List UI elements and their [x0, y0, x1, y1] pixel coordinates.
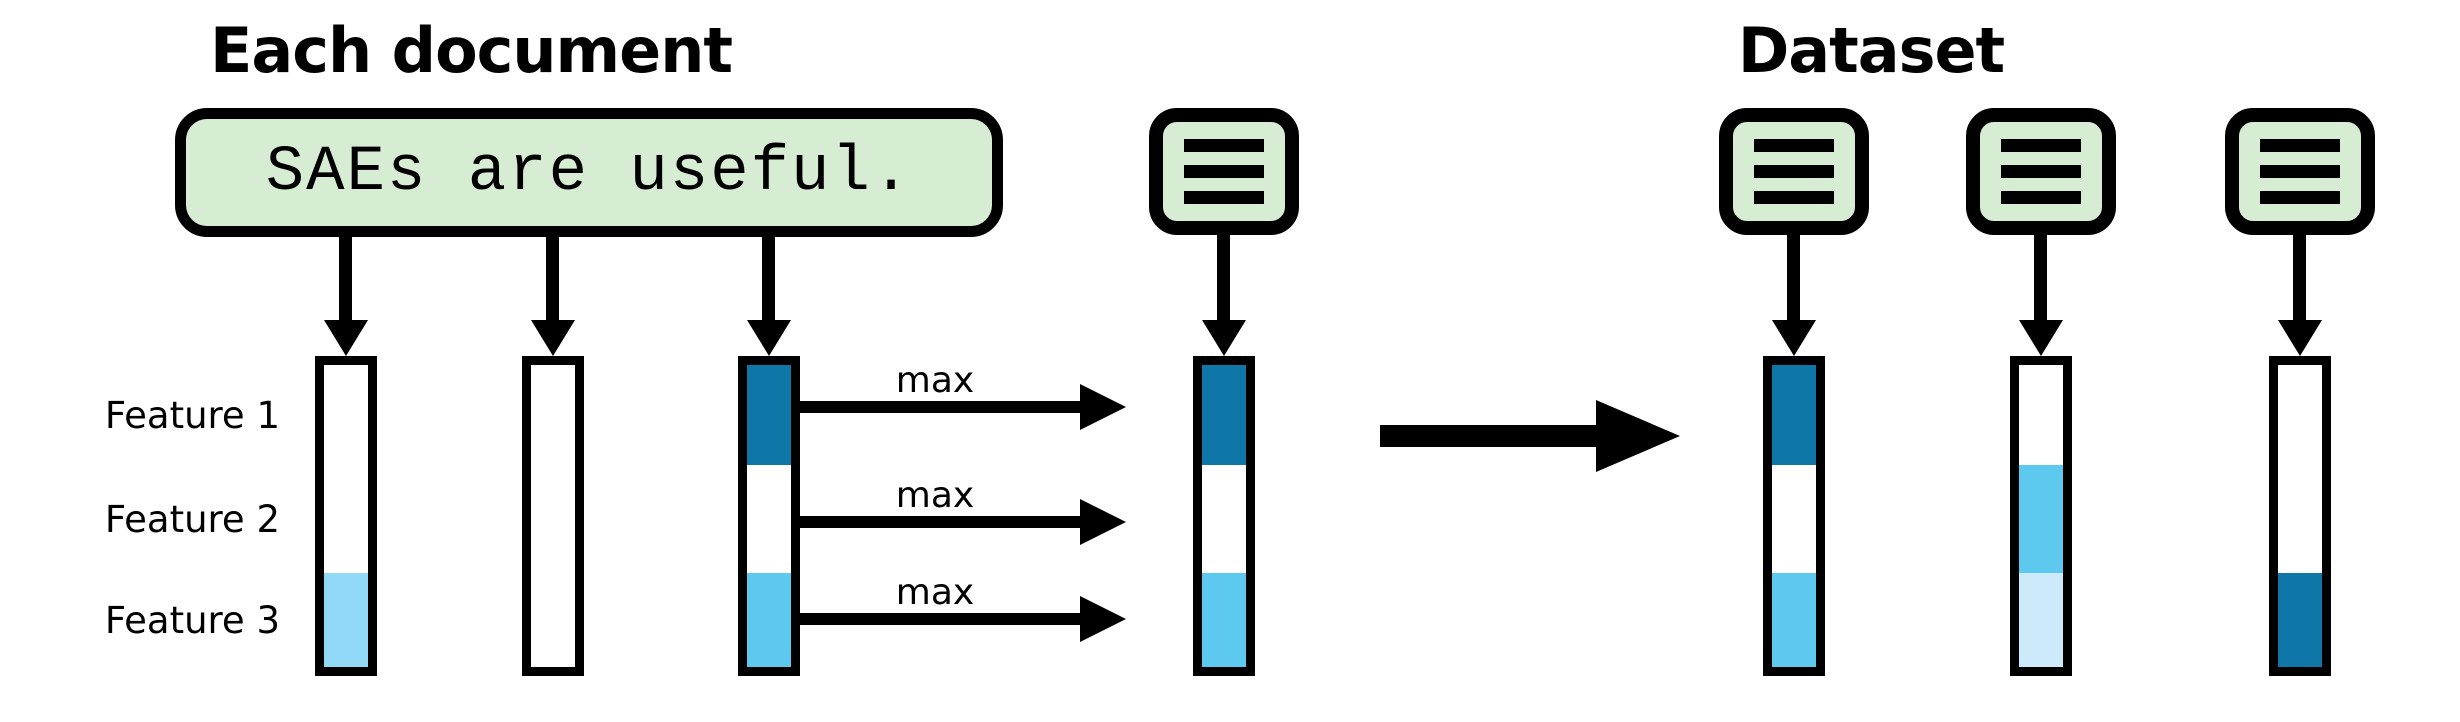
arrow-shaft [2293, 233, 2306, 322]
arrow-shaft [800, 613, 1082, 625]
feature-2-activation-segment [1202, 465, 1246, 573]
feature-3-activation-segment [747, 573, 791, 667]
down-arrow-icon [2278, 233, 2322, 356]
dataset-document-icon-2 [1966, 108, 2116, 235]
down-arrow-icon [1202, 233, 1246, 356]
document-icon-line [2000, 165, 2082, 178]
max-label-1: max [895, 360, 975, 401]
feature-1-activation-segment [324, 365, 368, 465]
arrow-shaft [2034, 233, 2047, 322]
max-label-3: max [895, 572, 975, 613]
document-icon [1149, 108, 1299, 235]
feature-1-label: Feature 1 [104, 394, 280, 437]
document-icon-line [1753, 139, 1835, 152]
arrow-shaft [1787, 233, 1800, 322]
feature-1-activation-segment [1202, 365, 1246, 465]
document-sentence-text: SAEs are useful. [265, 136, 913, 209]
down-arrow-icon [2019, 233, 2063, 356]
arrow-head [1080, 384, 1126, 430]
feature-3-activation-segment [2019, 573, 2063, 667]
right-section-title: Dataset [1737, 14, 2005, 87]
feature-2-label: Feature 2 [104, 498, 280, 541]
arrow-head [747, 320, 791, 356]
feature-2-activation-segment [2278, 465, 2322, 573]
arrow-head [2019, 320, 2063, 356]
down-arrow-icon [1772, 233, 1816, 356]
arrow-shaft [339, 233, 352, 322]
feature-2-activation-segment [531, 465, 575, 573]
dataset-summary-bar-3 [2269, 356, 2331, 676]
dataset-summary-bar-1 [1763, 356, 1825, 676]
arrow-head [1772, 320, 1816, 356]
dataset-summary-bar-2 [2010, 356, 2072, 676]
document-icon-line [1183, 165, 1265, 178]
feature-3-activation-segment [1202, 573, 1246, 667]
feature-2-activation-segment [2019, 464, 2063, 574]
arrow-shaft [1380, 425, 1600, 447]
down-arrow-icon [747, 233, 791, 356]
document-icon-line [2000, 139, 2082, 152]
document-summary-bar [1193, 356, 1255, 676]
down-arrow-icon [531, 233, 575, 356]
arrow-head [2278, 320, 2322, 356]
arrow-head [1080, 499, 1126, 545]
left-section-title: Each document [210, 14, 733, 87]
token-activation-bar-3 [738, 356, 800, 676]
arrow-shaft [1217, 233, 1230, 322]
document-icon-line [1183, 191, 1265, 204]
token-activation-bar-1 [315, 356, 377, 676]
arrow-head [1080, 596, 1126, 642]
feature-3-activation-segment [2278, 573, 2322, 667]
document-icon-line [2000, 191, 2082, 204]
token-activation-bar-2 [522, 356, 584, 676]
document-icon-line [1183, 139, 1265, 152]
feature-1-activation-segment [2019, 365, 2063, 465]
document-icon-line [2259, 191, 2341, 204]
max-label-2: max [895, 475, 975, 516]
document-icon-line [1753, 165, 1835, 178]
feature-3-activation-segment [324, 573, 368, 667]
arrow-head [324, 320, 368, 356]
feature-3-label: Feature 3 [104, 599, 280, 642]
down-arrow-icon [324, 233, 368, 356]
feature-2-activation-segment [1772, 465, 1816, 573]
dataset-document-icon-3 [2225, 108, 2375, 235]
document-icon-line [2259, 139, 2341, 152]
feature-1-activation-segment [2278, 365, 2322, 465]
arrow-head [1596, 400, 1680, 472]
arrow-shaft [762, 233, 775, 322]
feature-1-activation-segment [1772, 365, 1816, 465]
arrow-head [1202, 320, 1246, 356]
arrow-head [531, 320, 575, 356]
feature-1-activation-segment [747, 365, 791, 465]
arrow-shaft [546, 233, 559, 322]
feature-1-activation-segment [531, 365, 575, 465]
arrow-shaft [800, 401, 1082, 413]
document-icon-line [2259, 165, 2341, 178]
feature-2-activation-segment [747, 465, 791, 573]
feature-3-activation-segment [1772, 573, 1816, 667]
feature-3-activation-segment [531, 573, 575, 667]
document-icon-line [1753, 191, 1835, 204]
dataset-document-icon-1 [1719, 108, 1869, 235]
arrow-shaft [800, 516, 1082, 528]
document-sentence-box: SAEs are useful. [175, 108, 1003, 237]
feature-2-activation-segment [324, 465, 368, 573]
